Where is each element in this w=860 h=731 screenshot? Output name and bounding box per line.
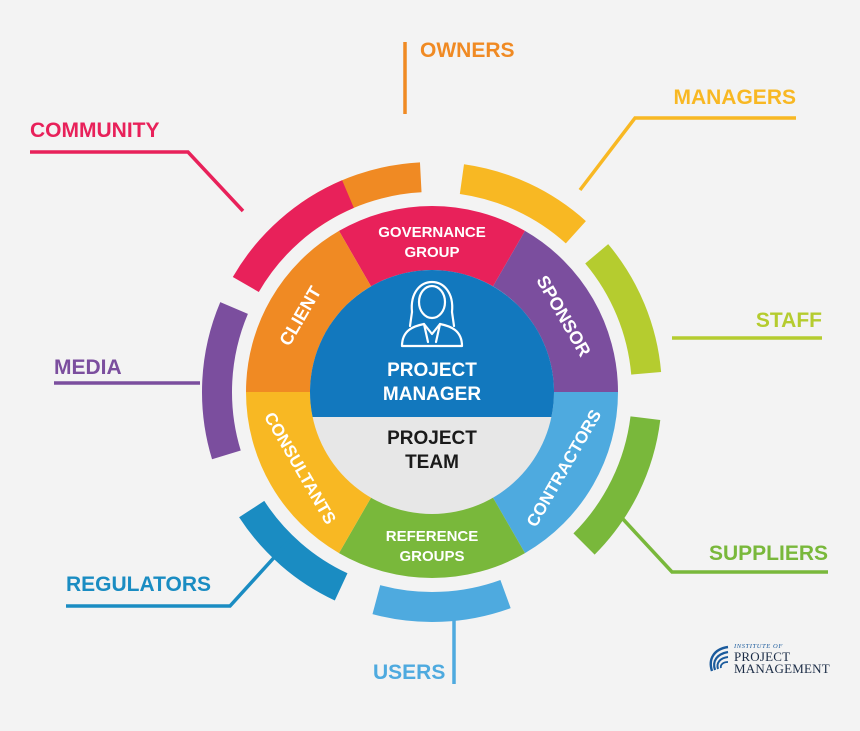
leader-line (30, 150, 245, 213)
outer-label: SUPPLIERS (709, 542, 828, 565)
person-icon (400, 280, 464, 348)
inner-ring-segment-client: CLIENT (246, 230, 373, 392)
logo-text-line2: PROJECT (734, 649, 791, 664)
outer-segment-arc (573, 416, 661, 555)
outer-ring-segment-suppliers: SUPPLIERS (573, 416, 828, 574)
center-manager-area (310, 269, 554, 417)
logo-text-line1: INSTITUTE OF (734, 643, 783, 650)
inner-segment-wedge (491, 230, 618, 392)
outer-segment-arc (585, 244, 662, 375)
leader-line (620, 516, 828, 574)
outer-label: MEDIA (54, 356, 122, 379)
outer-ring-segment-community: COMMUNITY (30, 119, 354, 292)
outer-label: COMMUNITY (30, 119, 160, 142)
outer-label: REGULATORS (66, 573, 211, 596)
inner-segment-wedge (339, 205, 525, 290)
outer-label: OWNERS (420, 39, 515, 62)
outer-ring-segment-media: MEDIA (54, 302, 248, 460)
leader-line (578, 116, 796, 192)
ipm-logo: INSTITUTE OF PROJECT MANAGEMENT (706, 641, 836, 681)
outer-ring-segment-staff: STAFF (585, 244, 822, 375)
inner-segment-wedge (246, 392, 373, 554)
outer-ring-segment-users: USERS (372, 579, 511, 684)
outer-ring-segment-managers: MANAGERS (459, 86, 796, 244)
logo-text-line3: MANAGEMENT (734, 661, 830, 676)
outer-segment-arc (372, 579, 511, 622)
outer-segment-arc (239, 500, 348, 601)
outer-segment-arc (202, 302, 248, 460)
outer-segment-arc (459, 164, 586, 244)
outer-segment-arc (232, 180, 354, 292)
inner-segment-wedge (491, 392, 618, 554)
outer-label: MANAGERS (673, 86, 796, 109)
inner-segment-wedge (246, 230, 373, 392)
outer-ring-segment-regulators: REGULATORS (66, 500, 348, 608)
outer-label: USERS (373, 661, 445, 684)
leader-line (66, 538, 292, 608)
outer-label: STAFF (756, 309, 822, 332)
inner-segment-wedge (339, 494, 525, 578)
logo-mark-icon (709, 645, 729, 672)
